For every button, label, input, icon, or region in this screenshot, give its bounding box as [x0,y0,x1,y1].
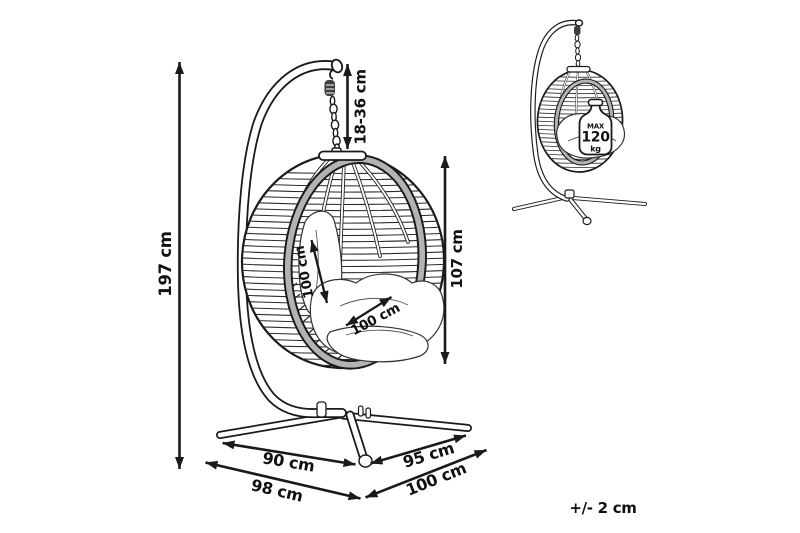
total-height-label: 197 cm [156,231,175,296]
egg-chair [237,147,450,370]
dimension-line [365,448,487,499]
base-width-outer-label: 98 cm [249,475,304,505]
side-chair-top-bar [566,65,591,73]
side-stand-pole [530,19,584,202]
side-pole-clamp [564,189,575,199]
base-width-inner-label: 90 cm [261,448,316,475]
chair-top-bar [318,150,367,161]
max-load-unit: kg [590,145,601,154]
tolerance-note: +/- 2 cm [569,499,636,517]
pole-end-cap [330,58,344,74]
side-stand-base [512,195,647,226]
chain-length-label: 18-36 cm [352,69,370,144]
base-foot [358,454,373,468]
max-load-weight-icon: MAX 120 kg [578,98,613,156]
base-pin [357,405,364,417]
dimension-line [345,296,393,327]
main-view: 197 cm 18-36 cm 107 cm 100 cm 100 cm 90 … [156,58,487,506]
dimension-line [309,239,329,304]
chain-hook [329,69,334,80]
side-view: MAX 120 kg [512,19,647,226]
side-chain-spring-icon [574,26,581,35]
pole-base-clamp [316,401,327,418]
hanging-chain [324,69,341,153]
max-load-label: MAX [587,123,605,131]
side-base-foot [582,216,592,226]
max-load-value: 120 [581,130,610,146]
dimension-chain-length: 18-36 cm [343,64,370,149]
dimension-total-height: 197 cm [156,62,184,469]
dimension-line [205,460,361,501]
side-hanging-chain [574,26,582,67]
chair-height-label: 107 cm [448,229,466,288]
side-pole-end-cap [574,19,584,27]
dimension-chair-height: 107 cm [440,156,466,364]
base-pin [365,407,372,419]
chain-spring-icon [324,80,335,96]
